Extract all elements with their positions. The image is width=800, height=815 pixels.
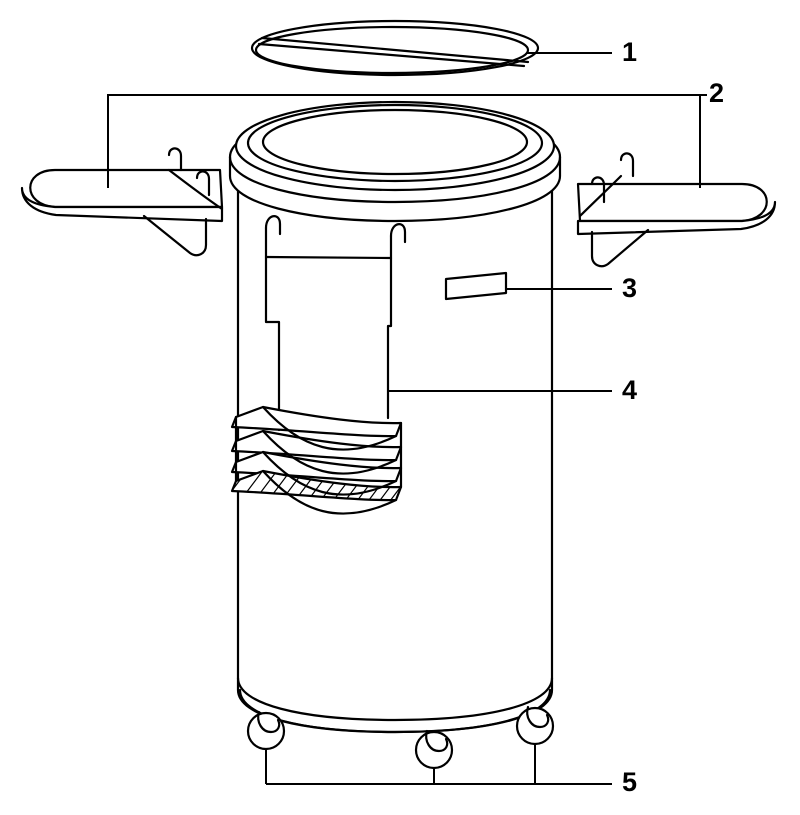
part-nameplate (444, 271, 508, 301)
right-shelf-hook-rear (619, 152, 635, 178)
left-shelf-hook-front (195, 170, 211, 197)
right-shelf-edge-thickness (576, 200, 777, 236)
callout-label-4: 4 (622, 375, 637, 405)
drum-base-roll-upper (236, 676, 554, 722)
part-right-shelf (576, 152, 777, 268)
rack-left-hook (264, 215, 282, 236)
right-shelf-hook-front (590, 176, 606, 204)
caster-center-yoke (425, 729, 449, 753)
left-shelf-hook-arm (167, 168, 224, 211)
drum-rim-outer-band-inner-edge (228, 155, 562, 204)
part-lid (250, 19, 540, 77)
rack-crossbar (264, 255, 393, 260)
right-shelf-support-bracket (590, 228, 650, 268)
leader-2-bracket (107, 94, 701, 188)
leader-line-5 (265, 744, 612, 785)
callout-label-3: 3 (622, 273, 637, 303)
left-shelf-edge-thickness (20, 186, 224, 223)
callout-label-1: 1 (622, 37, 637, 67)
nameplate-plate (444, 271, 508, 301)
drum-mouth-opening (261, 108, 529, 176)
shelf-curve-front-2 (261, 429, 398, 475)
shelf-curve-front-4 (261, 469, 398, 515)
caster-right-yoke (526, 705, 550, 729)
caster-left-yoke (257, 710, 281, 734)
part-internal-rack (264, 215, 407, 432)
rack-right-hook (389, 223, 407, 244)
callout-label-5: 5 (622, 767, 637, 797)
lid-seam-line-upper (260, 36, 530, 64)
shelf-curve-front-1 (261, 405, 398, 451)
rack-left-rail (264, 226, 281, 432)
right-shelf-hook-arm (578, 174, 623, 218)
left-shelf-support-bracket (142, 214, 208, 257)
shelf-curve-front-3 (261, 450, 398, 496)
rack-right-rail (386, 234, 393, 420)
left-shelf-hook-rear (167, 147, 183, 172)
part-left-shelf (20, 147, 224, 257)
lid-seam-line-lower (257, 42, 526, 68)
leader-line-2 (107, 94, 707, 188)
callout-label-2: 2 (709, 78, 724, 108)
